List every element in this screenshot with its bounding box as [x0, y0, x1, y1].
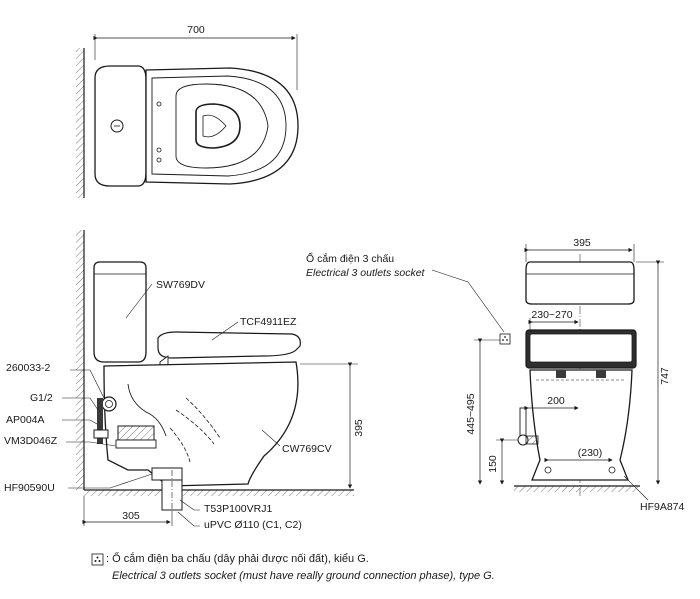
dim-230-label: (230) [578, 447, 603, 459]
socket-label-vi: Ổ cắm điện 3 chấu [306, 252, 394, 265]
outlet-connector [117, 425, 155, 441]
label-sw769dv: SW769DV [156, 279, 205, 291]
floor-bolt-icon [544, 466, 552, 474]
label-260033-2: 260033-2 [6, 362, 51, 374]
label-t53p100vrj1: T53P100VRJ1 [204, 503, 272, 515]
label-upvc: uPVC Ø110 (C1, C2) [204, 519, 302, 531]
floor-flange [151, 467, 183, 481]
socket-label-en: Electrical 3 outlets socket [306, 267, 426, 279]
side-tank [93, 261, 147, 363]
label-vm3d046z: VM3D046Z [4, 435, 58, 447]
top-seat-outline [145, 67, 299, 185]
label-g12: G1/2 [30, 392, 53, 404]
top-seat-inner [151, 75, 287, 177]
side-bowl-body [103, 361, 299, 487]
dim-747-label: 747 [659, 367, 671, 385]
top-view: 700 [76, 24, 299, 198]
side-view: 305 395 SW769DV TCF4911EZ CW769CV 260033… [4, 230, 365, 531]
dim-445-495-label: 445~495 [465, 393, 477, 434]
label-hf90590u: HF90590U [4, 482, 55, 494]
dim-395-width-label: 395 [573, 237, 591, 249]
footnote-symbol-icon [91, 553, 104, 566]
footnote-vi: : Ổ cắm điện ba chấu (dây phải được nối … [106, 553, 369, 565]
top-wall-hatch [76, 48, 84, 198]
label-tcf4911ez: TCF4911EZ [240, 316, 297, 328]
label-hf9a874: HF9A874 [640, 501, 685, 513]
top-bowl-rim [175, 83, 269, 169]
dim-700-label: 700 [187, 24, 205, 36]
dim-305-label: 305 [122, 510, 140, 522]
dim-150-label: 150 [487, 455, 499, 473]
label-ap004a: AP004A [6, 414, 45, 426]
side-floor-hatch [84, 490, 354, 496]
supply-pipe [97, 398, 103, 444]
front-tank [525, 261, 635, 305]
front-supply-pipe [519, 407, 527, 439]
top-bowl-well [195, 103, 241, 149]
label-cw769cv: CW769CV [282, 443, 332, 455]
side-wall-hatch [76, 230, 84, 490]
dim-230-270-label: 230~270 [531, 309, 572, 321]
side-seat [157, 331, 301, 359]
dim-200-label: 200 [547, 395, 565, 407]
socket-symbol-icon [499, 333, 511, 345]
dim-395-bowl-label: 395 [353, 419, 365, 437]
supply-valve-icon [101, 396, 117, 412]
front-floor-hatch [514, 486, 640, 492]
front-view: Ổ cắm điện 3 chấu Electrical 3 outlets s… [306, 237, 685, 513]
footnote-en: Electrical 3 outlets socket (must have r… [112, 570, 495, 582]
seat-control-icon [156, 101, 162, 107]
front-bowl-body [529, 369, 633, 481]
